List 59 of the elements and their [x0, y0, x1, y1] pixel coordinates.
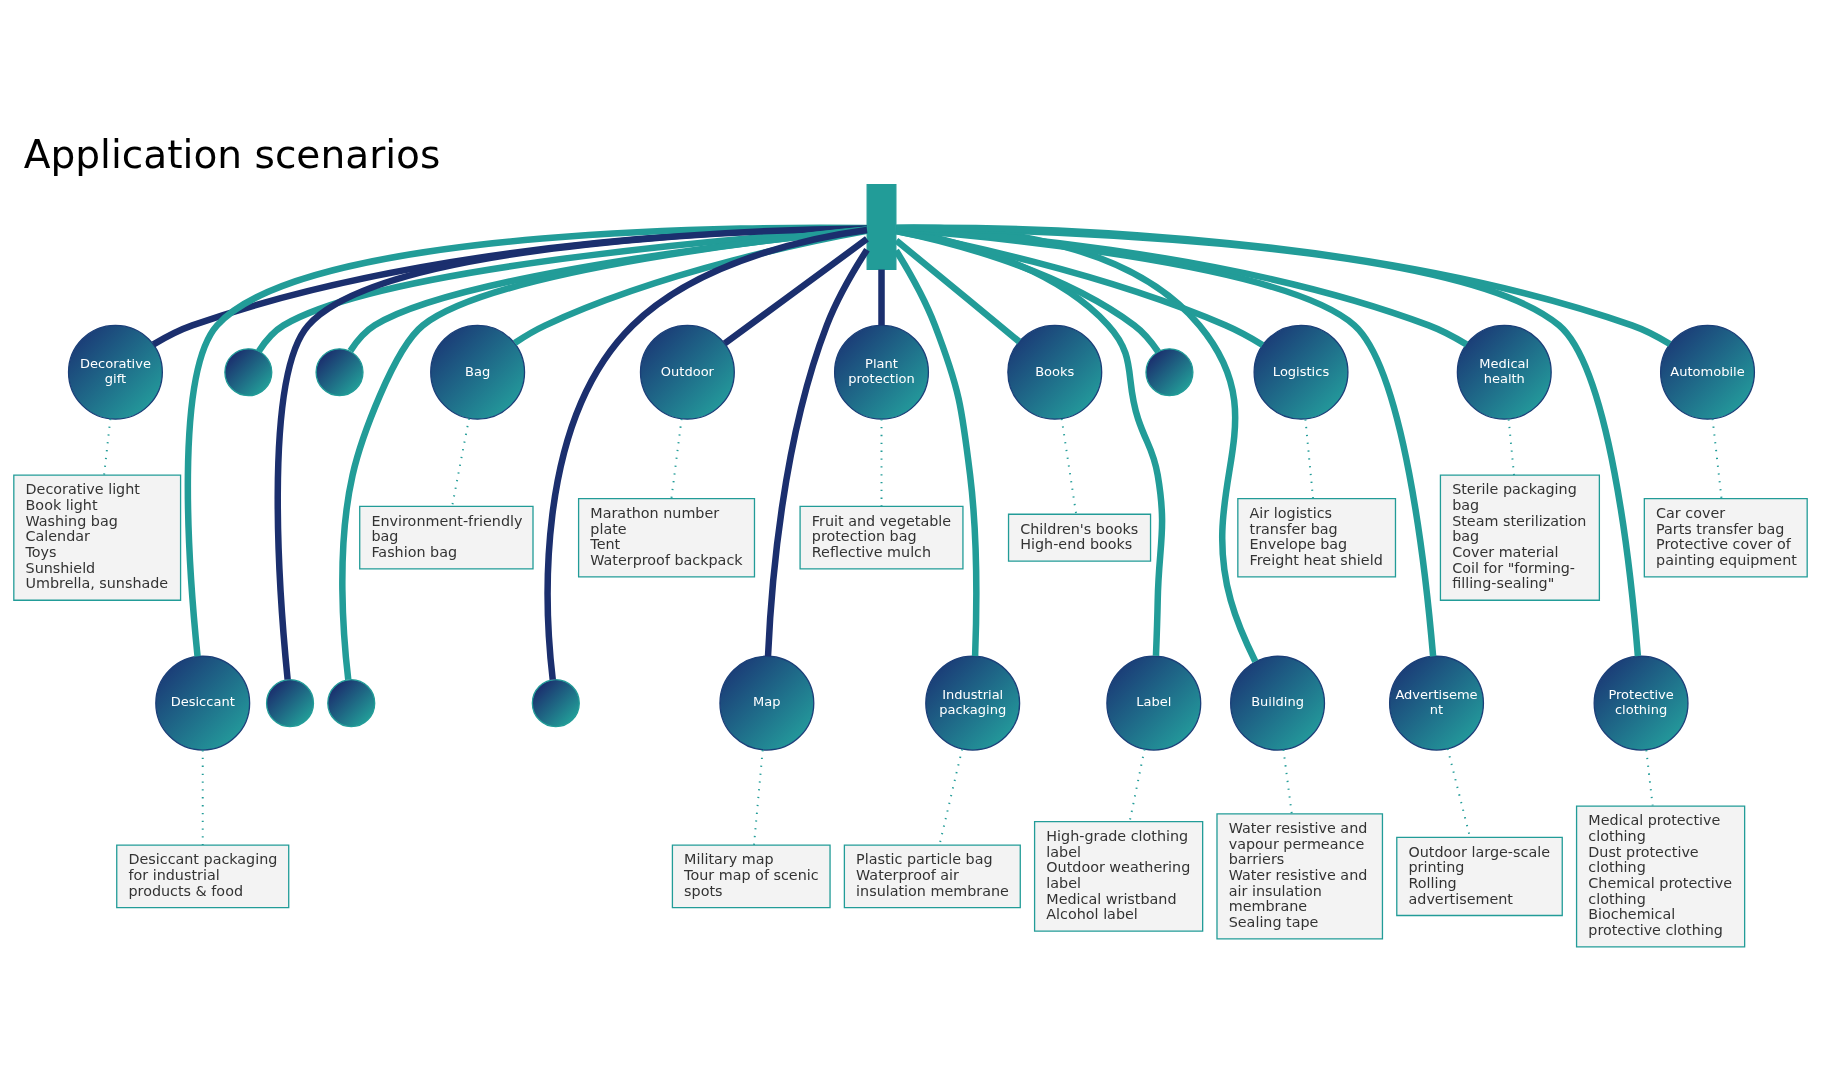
node-circle — [531, 678, 580, 727]
diagram-title: Application scenarios — [23, 131, 441, 177]
node-box: High-grade clothing label Outdoor weathering label Medical wristband Alcohol label — [1033, 820, 1204, 932]
node-circle: Books — [1007, 324, 1103, 420]
node-box: Water resistive and vapour permeance barriers Water resistive and air insulation membrane Sealing tape — [1216, 812, 1384, 940]
node-box: Children's books High-end books — [1007, 513, 1152, 562]
node-circle: Decorative gift — [67, 324, 163, 420]
connector — [896, 223, 1259, 663]
connector — [1711, 417, 1723, 499]
node-box: Desiccant packaging for industrial products & food — [116, 844, 290, 908]
node-circle — [265, 678, 315, 727]
connector — [103, 417, 112, 476]
connector — [880, 417, 883, 507]
node-box: Car cover Parts transfer bag Protective cover of painting equipment — [1643, 497, 1808, 577]
node-circle — [315, 347, 364, 396]
node-circle: Outdoor — [639, 324, 735, 420]
connector — [722, 235, 869, 346]
node-box: Marathon number plate Tent Waterproof backpack — [577, 497, 756, 577]
connector — [544, 226, 868, 680]
connector — [893, 248, 980, 656]
connector — [1304, 417, 1314, 499]
connector — [1060, 417, 1078, 515]
node-box: Fruit and vegetable protection bag Reflective mulch — [799, 505, 964, 570]
node-box: Plastic particle bag Waterproof air insulation membrane — [843, 844, 1021, 908]
node-circle: Building — [1230, 655, 1326, 751]
node-circle: Map — [719, 655, 815, 751]
node-circle: Plant protection — [833, 324, 930, 420]
connector — [1507, 417, 1515, 476]
connector — [896, 224, 1672, 347]
node-circle — [1145, 347, 1194, 396]
node-bar — [866, 183, 897, 270]
connector — [894, 237, 1022, 344]
node-box: Environment-friendly bag Fashion bag — [359, 505, 534, 570]
node-box: Decorative light Book light Washing bag Calendar Toys Sunshield Umbrella, sunshade — [13, 474, 182, 601]
connector — [1128, 747, 1146, 822]
node-circle: Advertisement — [1388, 655, 1485, 751]
node-circle: Logistics — [1253, 324, 1349, 420]
node-circle: Medical health — [1456, 324, 1552, 420]
node-box: Medical protective clothing Dust protective clothing Chemical protective clothing Biochemical protective clothing — [1575, 804, 1746, 947]
node-circle — [224, 347, 273, 396]
connector — [670, 417, 683, 499]
node-box: Outdoor large-scale printing Rolling advertisement — [1396, 836, 1563, 916]
connector — [1645, 748, 1654, 806]
connector — [753, 748, 764, 846]
connector — [451, 417, 470, 507]
node-circle: Protective clothing — [1593, 655, 1689, 751]
node-circle — [327, 678, 376, 727]
connector — [1282, 748, 1293, 815]
node-circle: Label — [1106, 655, 1202, 751]
node-circle: Automobile — [1659, 324, 1756, 420]
node-circle: Bag — [430, 324, 526, 420]
connector — [184, 224, 867, 657]
node-box: Air logistics transfer bag Envelope bag Freight heat shield — [1237, 497, 1397, 577]
connector — [878, 269, 885, 325]
node-circle: Industrial packaging — [925, 655, 1021, 751]
connector — [764, 247, 870, 656]
node-circle: Desiccant — [155, 655, 251, 751]
node-box: Military map Tour map of scenic spots — [671, 844, 831, 908]
node-box: Sterile packaging bag Steam sterilization bag Cover material Coil for "forming-filling-sealing" — [1439, 474, 1601, 601]
